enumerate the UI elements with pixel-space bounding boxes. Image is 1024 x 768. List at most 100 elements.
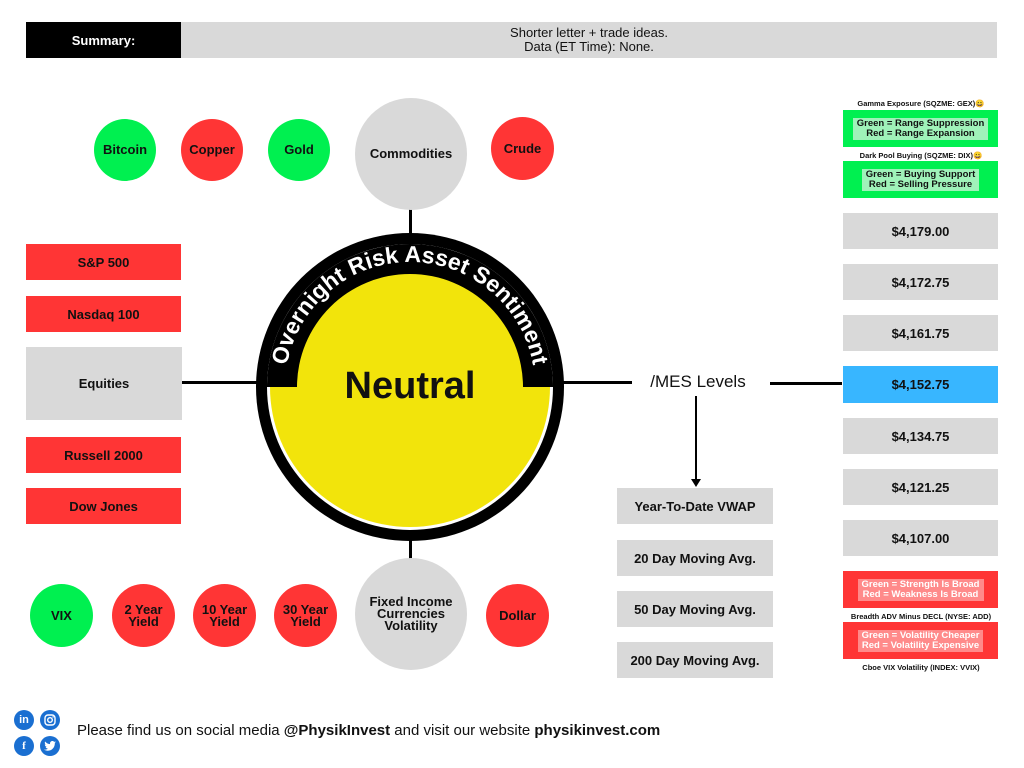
vvix-legend-line1: Green = Volatility Cheaper	[861, 629, 980, 641]
dix-title: Dark Pool Buying (SQZME: DIX)😀	[859, 151, 983, 160]
mes-level-5: $4,134.75	[843, 418, 998, 454]
fi-2-year-yield: 2 Year Yield	[112, 584, 175, 647]
equity-sp500: S&P 500	[26, 244, 181, 280]
commodity-bitcoin: Bitcoin	[94, 119, 156, 181]
sentiment-dial: Overnight Risk Asset Sentiment Neutral	[256, 233, 564, 541]
mes-level-1: $4,179.00	[843, 213, 998, 249]
arrow-head	[691, 479, 701, 487]
commodity-label: Gold	[284, 142, 314, 157]
fi-30-year-yield: 30 Year Yield	[274, 584, 337, 647]
connector-bottom	[409, 536, 412, 560]
level-value: $4,161.75	[891, 325, 950, 341]
social-icons: in f	[14, 710, 64, 760]
dial-fill	[270, 247, 550, 527]
linkedin-icon[interactable]: in	[14, 710, 34, 730]
equity-label: Nasdaq 100	[67, 306, 140, 322]
dix-legend-line1: Green = Buying Support	[865, 168, 976, 180]
fi-label-line2: Yield	[209, 613, 240, 629]
dix-legend-line2: Red = Selling Pressure	[868, 178, 973, 190]
fixed-income-hub: Fixed Income Currencies Volatility	[355, 558, 467, 670]
commodities-hub-label: Commodities	[369, 146, 453, 161]
mes-level-6: $4,121.25	[843, 469, 998, 505]
mes-level-2: $4,172.75	[843, 264, 998, 300]
summary-label-text: Summary:	[71, 32, 136, 48]
twitter-icon[interactable]	[40, 736, 60, 756]
level-value: $4,152.75	[891, 377, 950, 392]
avg-label: 200 Day Moving Avg.	[630, 652, 760, 668]
fi-label-line1: 2 Year	[124, 601, 163, 617]
fi-label-line1: 10 Year	[201, 601, 248, 617]
avg-20-day: 20 Day Moving Avg.	[617, 540, 773, 576]
commodity-copper: Copper	[181, 119, 243, 181]
fi-hub-line2: Currencies	[377, 606, 445, 621]
mes-level-4-highlighted: $4,152.75	[843, 366, 998, 403]
dial-arc-band	[267, 244, 553, 387]
footer-prefix: Please find us on social media	[77, 722, 284, 739]
fi-dollar: Dollar	[486, 584, 549, 647]
level-value: $4,121.25	[891, 479, 950, 495]
fi-hub-line3: Volatility	[384, 618, 438, 633]
connector-top	[409, 208, 412, 242]
facebook-icon[interactable]: f	[14, 736, 34, 756]
vvix-legend-line2: Red = Volatility Expensive	[861, 639, 980, 651]
equity-nasdaq100: Nasdaq 100	[26, 296, 181, 332]
mes-level-7: $4,107.00	[843, 520, 998, 556]
connector-levels	[770, 382, 842, 385]
avg-label: 20 Day Moving Avg.	[634, 550, 756, 566]
commodity-label: Bitcoin	[102, 142, 148, 157]
arrow-shaft	[695, 396, 697, 480]
fi-label-line2: Yield	[290, 613, 321, 629]
commodity-label: Crude	[503, 140, 542, 156]
commodities-hub: Commodities	[355, 98, 467, 210]
gex-legend-line2: Red = Range Expansion	[866, 127, 975, 139]
fi-vix: VIX	[30, 584, 93, 647]
dix-legend: Green = Buying Support Red = Selling Pre…	[843, 161, 998, 198]
fi-label: Dollar	[499, 607, 536, 623]
equity-russell2000: Russell 2000	[26, 437, 181, 473]
summary-text: Shorter letter + trade ideas. Data (ET T…	[181, 22, 997, 58]
avg-50-day: 50 Day Moving Avg.	[617, 591, 773, 627]
commodity-crude: Crude	[491, 117, 554, 180]
summary-label: Summary:	[26, 22, 181, 58]
add-legend-line1: Green = Strength Is Broad	[861, 578, 980, 590]
gex-legend: Green = Range Suppression Red = Range Ex…	[843, 110, 998, 147]
level-value: $4,172.75	[891, 274, 950, 290]
equity-dowjones: Dow Jones	[26, 488, 181, 524]
avg-ytd-vwap: Year-To-Date VWAP	[617, 488, 773, 524]
mes-levels-label-text: /MES Levels	[650, 372, 746, 391]
add-caption: Breadth ADV Minus DECL (NYSE: ADD)	[850, 612, 992, 621]
level-value: $4,107.00	[891, 530, 950, 546]
fi-hub-line1: Fixed Income	[369, 594, 453, 609]
fi-label-line1: 30 Year	[282, 601, 329, 617]
avg-label: 50 Day Moving Avg.	[634, 601, 756, 617]
gex-legend-line1: Green = Range Suppression	[856, 117, 985, 129]
avg-label: Year-To-Date VWAP	[634, 498, 756, 514]
fi-label: VIX	[51, 607, 72, 623]
level-value: $4,179.00	[891, 223, 950, 239]
summary-line-1: Shorter letter + trade ideas.	[510, 25, 668, 40]
gex-title: Gamma Exposure (SQZME: GEX)😀	[857, 99, 985, 108]
commodity-label: Copper	[189, 142, 235, 157]
equity-label: Dow Jones	[69, 498, 138, 514]
summary-line-2: Data (ET Time): None.	[524, 39, 654, 54]
mes-level-3: $4,161.75	[843, 315, 998, 351]
mes-levels-label: /MES Levels	[638, 372, 758, 392]
footer-handle[interactable]: @PhysikInvest	[283, 722, 391, 739]
connector-right	[560, 381, 632, 384]
fi-10-year-yield: 10 Year Yield	[193, 584, 256, 647]
vvix-legend: Green = Volatility Cheaper Red = Volatil…	[843, 622, 998, 659]
equities-hub-label: Equities	[78, 376, 130, 391]
avg-200-day: 200 Day Moving Avg.	[617, 642, 773, 678]
connector-left	[182, 381, 260, 384]
equity-label: S&P 500	[77, 254, 130, 270]
add-legend: Green = Strength Is Broad Red = Weakness…	[843, 571, 998, 608]
instagram-icon[interactable]	[40, 710, 60, 730]
equity-label: Russell 2000	[64, 447, 143, 463]
footer-website-link[interactable]: physikinvest.com	[534, 722, 661, 739]
footer-middle: and visit our website	[390, 722, 535, 739]
vvix-caption: Cboe VIX Volatility (INDEX: VVIX)	[862, 663, 980, 672]
equities-hub: Equities	[26, 347, 182, 420]
sentiment-value: Neutral	[345, 365, 476, 407]
commodity-gold: Gold	[268, 119, 330, 181]
add-legend-line2: Red = Weakness Is Broad	[862, 588, 979, 600]
